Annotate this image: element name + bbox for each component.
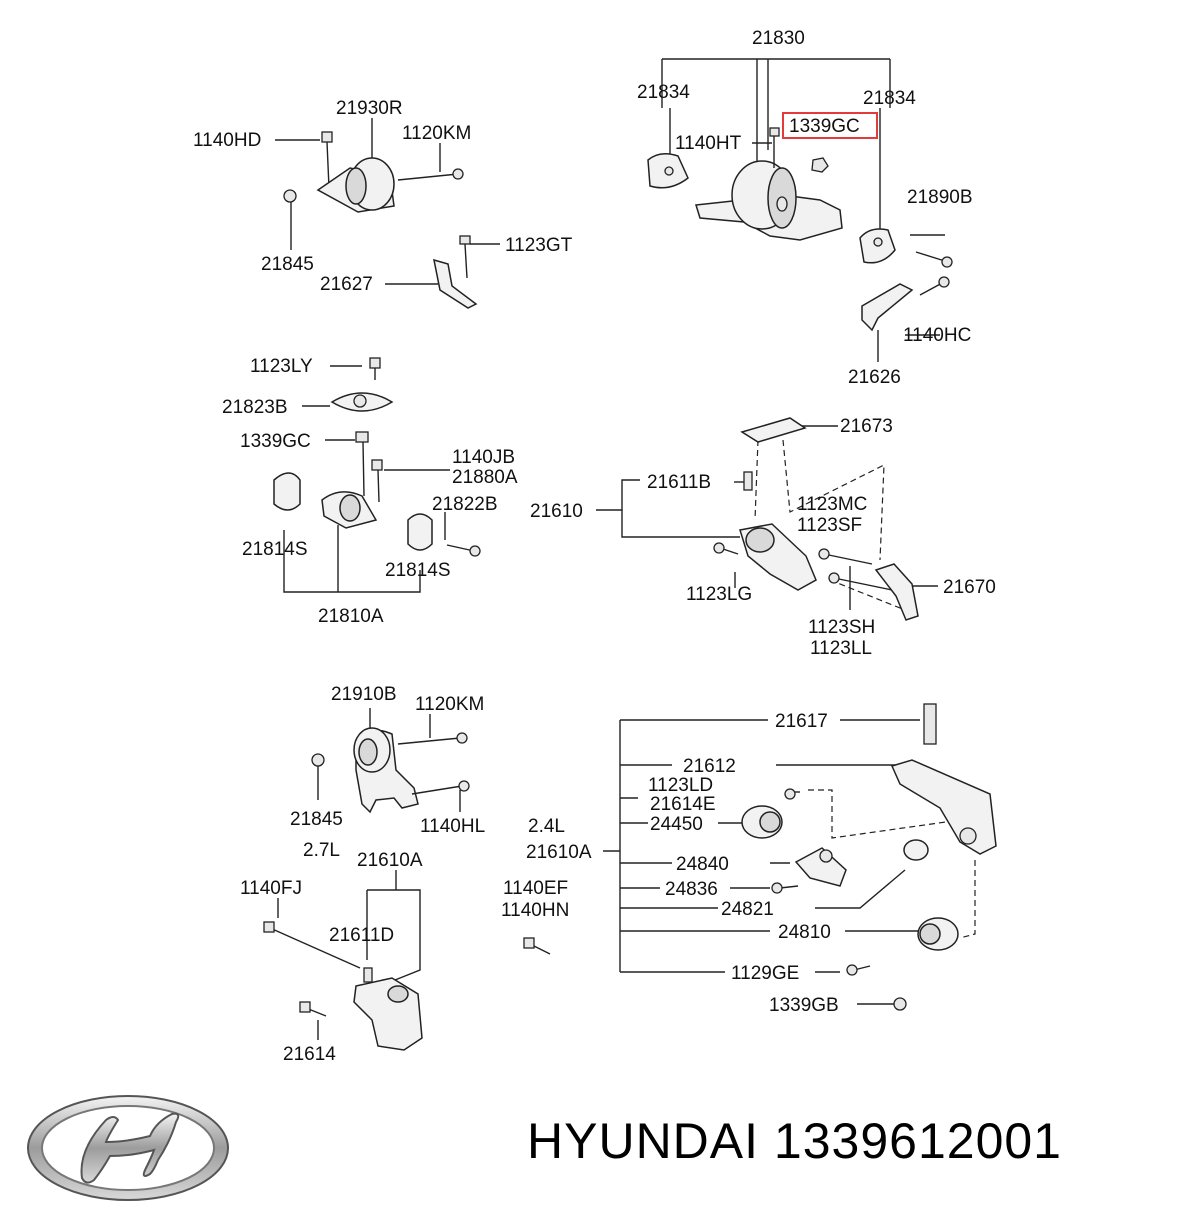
label-21810a: 21810A: [318, 606, 384, 627]
label-21626: 21626: [848, 367, 901, 388]
label-21823b: 21823B: [222, 397, 288, 418]
label-21614e: 21614E: [650, 794, 716, 815]
assembly-21830: [647, 58, 953, 362]
label-24840: 24840: [676, 854, 729, 875]
label-1140hl: 1140HL: [420, 816, 485, 837]
label-21845-top: 21845: [261, 254, 314, 275]
label-21670: 21670: [943, 577, 996, 598]
label-21822b: 21822B: [432, 494, 498, 515]
label-21834-right: 21834: [863, 88, 916, 109]
label-1140jb: 1140JB: [452, 447, 515, 468]
label-1140ef: 1140EF: [503, 878, 568, 899]
label-24821: 24821: [721, 899, 774, 920]
label-21617: 21617: [775, 711, 828, 732]
assembly-21910b: [263, 708, 470, 1051]
label-1140ht: 1140HT: [675, 133, 742, 154]
label-21845-bottom: 21845: [290, 809, 343, 830]
label-1123mc: 1123MC: [797, 494, 867, 515]
label-21610: 21610: [530, 501, 583, 522]
label-21673: 21673: [840, 416, 893, 437]
label-24450: 24450: [650, 814, 703, 835]
label-1339gc: 1339GC: [240, 431, 311, 452]
assembly-21930r: [275, 118, 500, 309]
label-21611b: 21611B: [647, 472, 711, 493]
assembly-21810a: [273, 357, 481, 593]
brand-part-title: HYUNDAI 1339612001: [527, 1113, 1062, 1169]
label-21612: 21612: [683, 756, 736, 777]
label-21610a-left: 21610A: [357, 850, 423, 871]
label-1123sf: 1123SF: [797, 515, 862, 536]
label-1129ge: 1129GE: [731, 963, 799, 984]
label-1339gb: 1339GB: [769, 995, 839, 1016]
label-21611d: 21611D: [329, 925, 394, 946]
label-1123ly: 1123LY: [250, 356, 313, 377]
hyundai-logo-icon: [27, 1095, 229, 1201]
label-1123lg: 1123LG: [686, 584, 752, 605]
label-2-4l: 2.4L: [528, 816, 565, 837]
highlight-box: [782, 112, 878, 139]
assembly-21610: [596, 417, 938, 621]
label-21910b: 21910B: [331, 684, 397, 705]
label-24810: 24810: [778, 922, 831, 943]
label-1123ld: 1123LD: [648, 775, 713, 796]
label-24836: 24836: [665, 879, 718, 900]
label-1123sh: 1123SH: [808, 617, 875, 638]
callout-labels: 21830 21834 21834 1140HT 1339GC 21890B 1…: [193, 28, 996, 1065]
label-21830: 21830: [752, 28, 805, 49]
label-21614: 21614: [283, 1044, 336, 1065]
label-21610a-right: 21610A: [526, 842, 592, 863]
label-1120km-top: 1120KM: [402, 123, 471, 144]
label-21930r: 21930R: [336, 98, 403, 119]
label-21814s-right: 21814S: [385, 560, 451, 581]
label-1140hn: 1140HN: [501, 900, 569, 921]
label-21880a: 21880A: [452, 467, 518, 488]
label-1123gt: 1123GT: [505, 235, 573, 256]
label-1339gc-highlight: 1339GC: [789, 116, 860, 137]
assembly-21610a-2-4l: [523, 703, 997, 1011]
label-1123ll: 1123LL: [810, 638, 872, 659]
label-2-7l: 2.7L: [303, 840, 340, 861]
label-1140hc: 1140HC: [903, 325, 971, 346]
label-1120km-bottom: 1120KM: [415, 694, 484, 715]
label-1140hd: 1140HD: [193, 130, 261, 151]
label-21890b: 21890B: [907, 187, 973, 208]
label-21627: 21627: [320, 274, 373, 295]
label-21814s-left: 21814S: [242, 539, 308, 560]
label-1140fj: 1140FJ: [240, 878, 302, 899]
label-21834-left: 21834: [637, 82, 690, 103]
